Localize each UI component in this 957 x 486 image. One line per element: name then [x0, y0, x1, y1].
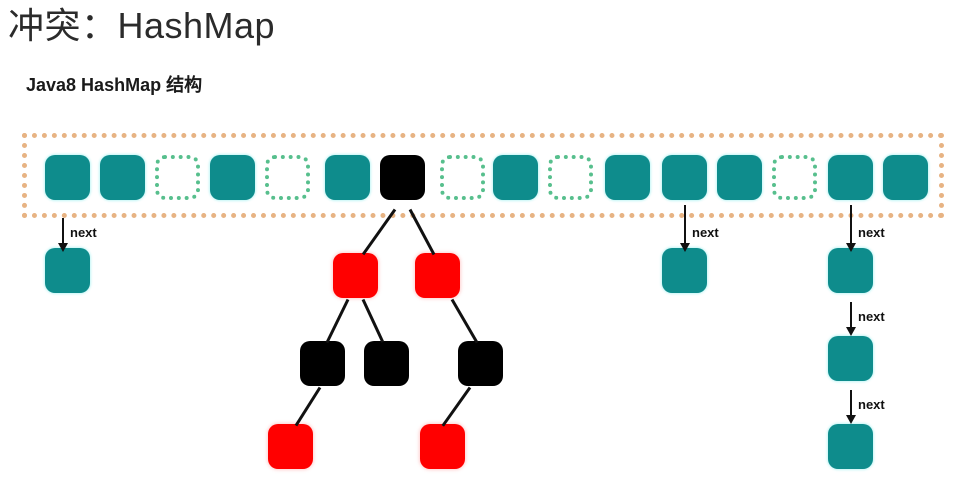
- tree-edge-r2-to-b3: [450, 298, 479, 344]
- array-cell-9-empty: [548, 155, 593, 200]
- tree-node-r2-red: [415, 253, 460, 298]
- tree-edge-r1-to-b1: [325, 298, 350, 344]
- array-cell-1-teal: [100, 155, 145, 200]
- array-cell-2-empty: [155, 155, 200, 200]
- tree-node-r3-red: [268, 424, 313, 469]
- chain-bucket-14-next-arrow-1: [846, 302, 856, 336]
- chain-bucket-0-node-0: [45, 248, 90, 293]
- chain-bucket-14-next-label-2: next: [858, 397, 885, 412]
- chain-bucket-11-next-arrow-0: [680, 205, 690, 252]
- chain-bucket-0-next-arrow-0: [58, 218, 68, 252]
- tree-edge-r1-to-b2: [361, 298, 385, 344]
- chain-bucket-14-next-label-0: next: [858, 225, 885, 240]
- array-cell-13-empty: [772, 155, 817, 200]
- page-title: 冲突：HashMap: [8, 5, 276, 46]
- tree-edge-b3-to-r4: [441, 386, 472, 427]
- array-cell-0-teal: [45, 155, 90, 200]
- array-cell-8-teal: [493, 155, 538, 200]
- chain-bucket-14-next-arrow-0: [846, 205, 856, 252]
- chain-bucket-14-next-label-1: next: [858, 309, 885, 324]
- tree-node-b2-black: [364, 341, 409, 386]
- tree-node-r4-red: [420, 424, 465, 469]
- array-cell-14-teal: [828, 155, 873, 200]
- array-cell-10-teal: [605, 155, 650, 200]
- array-cell-12-teal: [717, 155, 762, 200]
- chain-bucket-11-node-0: [662, 248, 707, 293]
- array-cell-3-teal: [210, 155, 255, 200]
- tree-node-b3-black: [458, 341, 503, 386]
- chain-bucket-0-next-label-0: next: [70, 225, 97, 240]
- chain-bucket-14-node-1: [828, 336, 873, 381]
- array-cell-7-empty: [440, 155, 485, 200]
- tree-node-b1-black: [300, 341, 345, 386]
- array-cell-15-teal: [883, 155, 928, 200]
- section-subtitle: Java8 HashMap 结构: [26, 75, 203, 95]
- chain-bucket-14-next-arrow-2: [846, 390, 856, 424]
- array-cell-4-empty: [265, 155, 310, 200]
- chain-bucket-14-node-0: [828, 248, 873, 293]
- array-cell-5-teal: [325, 155, 370, 200]
- tree-node-r1-red: [333, 253, 378, 298]
- tree-edge-b1-to-r3: [294, 386, 322, 427]
- chain-bucket-11-next-label-0: next: [692, 225, 719, 240]
- array-cell-6-black: [380, 155, 425, 200]
- chain-bucket-14-node-2: [828, 424, 873, 469]
- array-cell-11-teal: [662, 155, 707, 200]
